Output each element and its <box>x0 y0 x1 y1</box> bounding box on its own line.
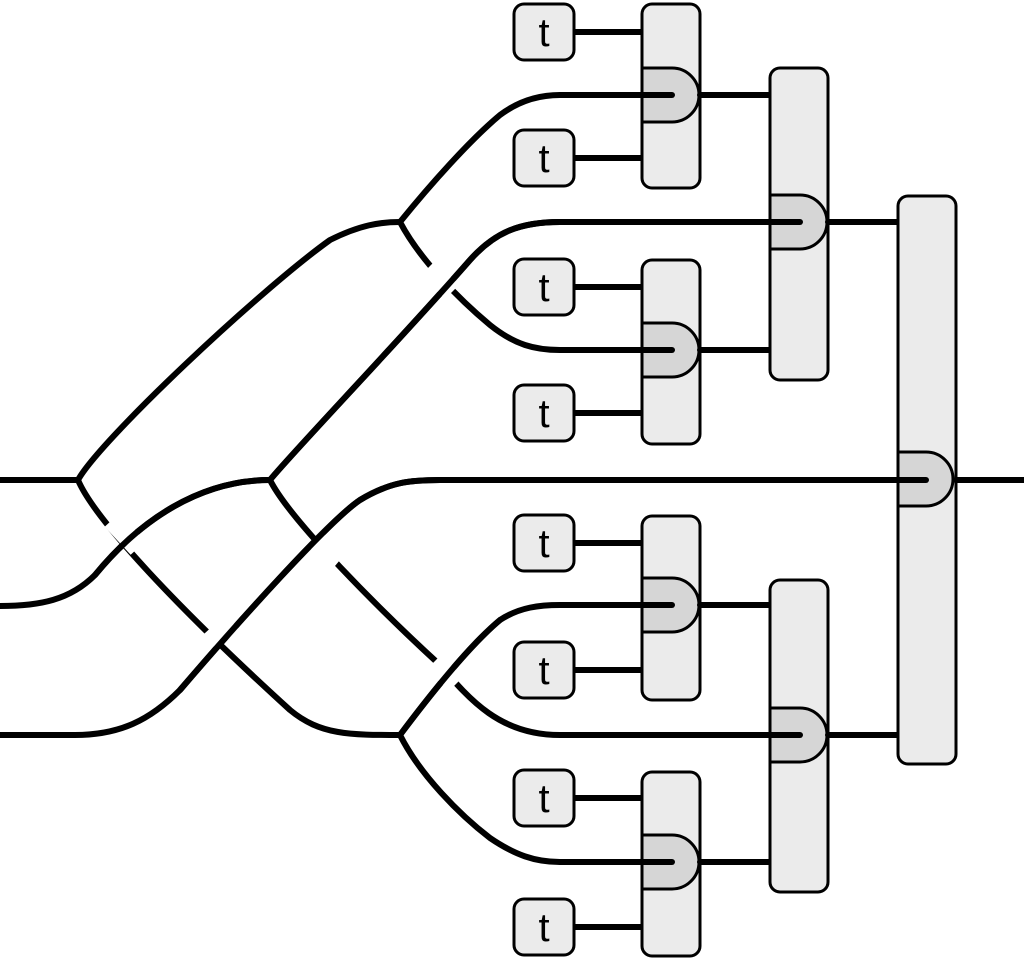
wire-middle-down <box>267 477 443 668</box>
terminal-label: t <box>538 906 549 950</box>
merge-box-3 <box>557 514 702 702</box>
stage2-outputs <box>825 219 901 738</box>
merge-box-5 <box>697 66 830 382</box>
terminal-label: t <box>538 11 549 55</box>
terminals: t t t t t t t t <box>512 2 576 957</box>
wire-upper-split-down <box>397 219 675 353</box>
braid-over-strands <box>92 219 563 738</box>
terminal-5: t <box>512 513 576 573</box>
terminal-6: t <box>512 640 576 700</box>
merge-box-6 <box>697 578 830 894</box>
wire-upper-split-up <box>397 92 675 225</box>
terminal-8: t <box>512 897 576 957</box>
terminal-3: t <box>512 257 576 317</box>
terminal-label: t <box>538 266 549 310</box>
wire-lower-split-down <box>397 732 675 865</box>
stage1-outputs <box>697 92 773 865</box>
terminal-4: t <box>512 383 576 443</box>
terminal-wires <box>571 29 645 930</box>
wire-lower-split-mid <box>437 662 803 738</box>
stage2-boxes <box>697 66 830 894</box>
stage1-boxes <box>557 2 702 958</box>
terminal-label: t <box>538 522 549 566</box>
merge-box-2 <box>557 258 702 446</box>
terminal-label: t <box>538 777 549 821</box>
terminal-label: t <box>538 392 549 436</box>
terminal-2: t <box>512 128 576 188</box>
merge-box-4 <box>557 770 702 958</box>
terminal-1: t <box>512 2 576 62</box>
terminal-7: t <box>512 768 576 828</box>
wire-input-top-lower <box>75 477 403 738</box>
terminal-label: t <box>538 649 549 693</box>
wire-input-top <box>0 219 403 483</box>
merge-box-final <box>857 194 958 766</box>
terminal-label: t <box>538 137 549 181</box>
